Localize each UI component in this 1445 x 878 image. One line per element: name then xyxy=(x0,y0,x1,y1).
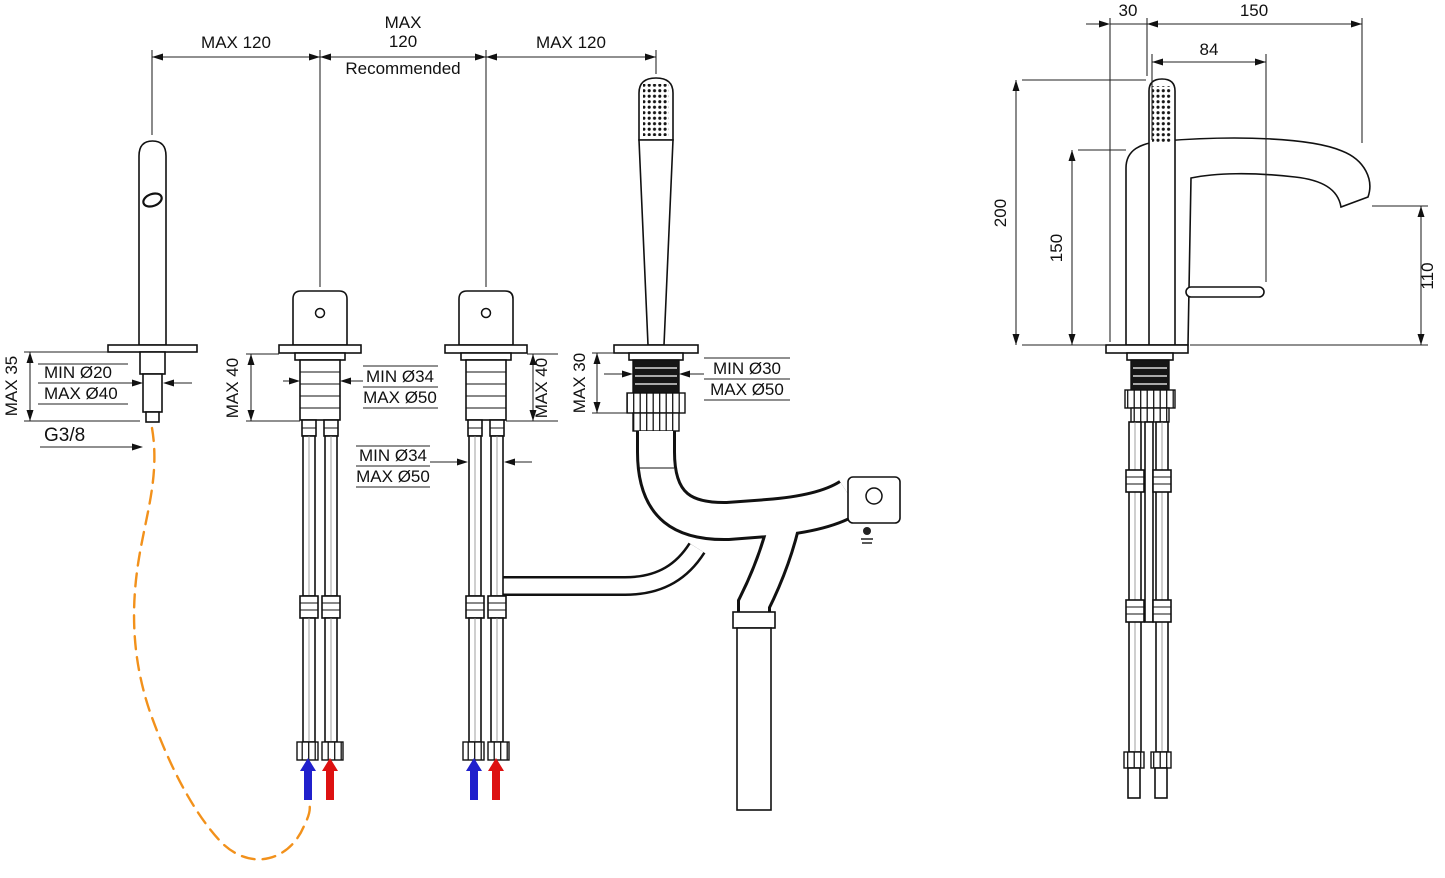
side-lever-handle xyxy=(1185,286,1265,298)
dim-reach: 150 xyxy=(1240,1,1268,20)
spout-deck-thickness: MAX 35 xyxy=(2,356,21,416)
side-handshower-spray-face xyxy=(1152,86,1172,144)
valve-lower-hole-min: MIN Ø34 xyxy=(359,446,427,465)
hot-water-arrow xyxy=(322,758,338,800)
mixer-valve-left xyxy=(278,290,362,800)
handshower-deck-thickness: MAX 30 xyxy=(570,353,589,413)
spout-hole-min: MIN Ø20 xyxy=(44,363,112,382)
dimensions-installation: MAX 120 MAX 120 Recommended MAX 120 MIN … xyxy=(2,13,790,488)
dim-height-overall: 200 xyxy=(991,199,1010,227)
valve-top-dot-icon xyxy=(314,307,326,319)
dim-offset: 30 xyxy=(1119,1,1138,20)
valve-lower-hole-max: MAX Ø50 xyxy=(356,467,430,486)
spout-flex-hose xyxy=(132,426,311,861)
dim-spacing-right: MAX 120 xyxy=(536,33,606,52)
handshower-hole-min: MIN Ø30 xyxy=(713,359,781,378)
valve-left-hole-min: MIN Ø34 xyxy=(366,367,434,386)
dim-spacing-left: MAX 120 xyxy=(201,33,271,52)
dim-spout-clearance: 110 xyxy=(1418,262,1437,289)
valve-right-deck-thickness: MAX 40 xyxy=(532,358,551,418)
spout-hole-max: MAX Ø40 xyxy=(44,384,118,403)
spout-thread: G3/8 xyxy=(44,425,85,446)
brand-mark xyxy=(861,527,873,544)
valve-left-deck-thickness: MAX 40 xyxy=(223,358,242,418)
dimensions-side-view: 30 150 84 200 150 110 xyxy=(991,1,1437,346)
side-underdeck xyxy=(1123,352,1176,799)
dim-handle: 84 xyxy=(1200,40,1219,59)
valve-left-hole-max: MAX Ø50 xyxy=(363,388,437,407)
handshower-spray-face xyxy=(643,84,669,136)
handshower-hose-assembly xyxy=(636,431,901,811)
side-view: 30 150 84 200 150 110 xyxy=(991,1,1437,799)
dim-height-spout: 150 xyxy=(1047,234,1066,262)
bracket-hole-icon xyxy=(865,487,883,505)
handshower-hole-max: MAX Ø50 xyxy=(710,380,784,399)
dim-spacing-mid-2: 120 xyxy=(389,32,417,51)
dim-spacing-mid-1: MAX xyxy=(385,13,422,32)
dim-spacing-mid-3: Recommended xyxy=(345,59,460,78)
handshower xyxy=(613,77,699,432)
side-handshower xyxy=(1148,78,1176,346)
deck-spout xyxy=(107,140,198,423)
installation-view: MAX 120 MAX 120 Recommended MAX 120 MIN … xyxy=(2,13,901,861)
spout-outlet-icon xyxy=(142,192,163,208)
cold-water-arrow xyxy=(300,758,316,800)
handshower-supply-pipe xyxy=(500,542,706,596)
